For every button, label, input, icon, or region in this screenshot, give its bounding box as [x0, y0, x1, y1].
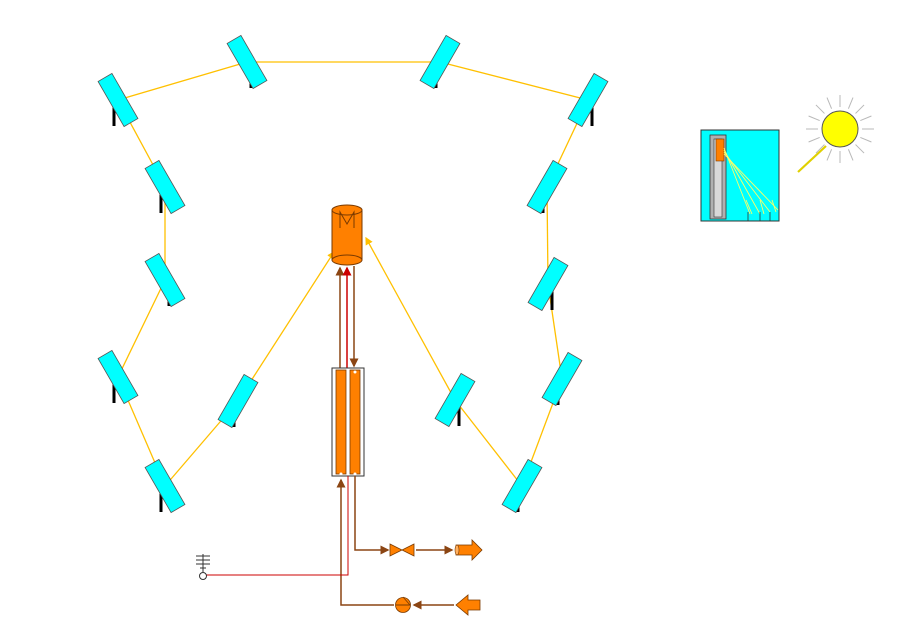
sun-ray: [808, 136, 820, 143]
heliostat-icon: [567, 72, 609, 128]
inlet-arrow-icon: [455, 594, 481, 616]
sun-ray: [847, 97, 854, 109]
heliostat-icon: [144, 159, 186, 215]
heliostat-mirror: [144, 252, 186, 308]
heliostat-post: [457, 404, 461, 426]
heliostat-post: [112, 104, 116, 126]
sun-ray: [860, 136, 872, 143]
heliostat-mirror: [144, 159, 186, 215]
heliostat-mirror: [567, 72, 609, 128]
heliostat-post: [159, 490, 163, 512]
heliostat-mirror: [419, 34, 461, 90]
heliostat-icon: [97, 72, 139, 128]
sun-ray: [860, 115, 872, 122]
heliostat-post: [159, 191, 163, 213]
sunray-line: [439, 61, 590, 103]
valve-icon: [389, 543, 415, 557]
solar-tower-legend-icon: [700, 129, 780, 222]
heliostat-field: [97, 34, 609, 514]
pump-icon: [395, 596, 411, 613]
heliostat-post: [112, 381, 116, 403]
heliostat-mirror: [501, 458, 543, 514]
sun-ray: [808, 115, 820, 122]
heliostat-mirror: [97, 349, 139, 405]
sun-ray: [815, 104, 825, 114]
water-steam-circuit: [203, 476, 454, 610]
heliostat-icon: [97, 349, 139, 405]
sunray-line: [454, 398, 523, 487]
sun-icon: [797, 95, 874, 173]
heliostat-icon: [144, 458, 186, 514]
sunray-line: [365, 236, 456, 401]
sun-ray: [847, 149, 854, 161]
heliostat-mirror: [541, 351, 583, 407]
heliostat-icon: [501, 458, 543, 514]
heliostat-mirror: [526, 159, 568, 215]
heliostat-mirror: [217, 373, 259, 429]
sun-ray: [815, 144, 825, 154]
heliostat-icon: [217, 373, 259, 429]
heliostat-mirror: [97, 72, 139, 128]
heat-exchanger-icon: [331, 367, 365, 477]
heliostat-mirror: [527, 256, 569, 312]
heliostat-post: [550, 288, 554, 310]
sun-ray: [855, 104, 865, 114]
heliostat-mirror: [434, 372, 476, 428]
heliostat-mirror: [144, 458, 186, 514]
sunray-line: [237, 250, 335, 402]
sun-ray: [855, 144, 865, 154]
heliostat-icon: [144, 252, 186, 308]
heliostat-icon: [526, 159, 568, 215]
sunray-line: [547, 283, 565, 381]
sunray-line: [117, 60, 249, 101]
ground-vent-icon: [196, 554, 210, 580]
central-receiver-icon: [331, 204, 363, 266]
heliostat-mirror: [226, 34, 268, 90]
heliostat-icon: [419, 34, 461, 90]
sun-ray: [826, 97, 833, 109]
heliostat-icon: [434, 372, 476, 428]
receiver-pipes: [335, 266, 359, 368]
heliostat-icon: [527, 256, 569, 312]
heliostat-post: [590, 104, 594, 126]
outlet-arrow-icon: [454, 539, 483, 561]
heliostat-icon: [541, 351, 583, 407]
sunray-line: [117, 278, 166, 378]
heliostat-icon: [226, 34, 268, 90]
sun-ray: [826, 149, 833, 161]
